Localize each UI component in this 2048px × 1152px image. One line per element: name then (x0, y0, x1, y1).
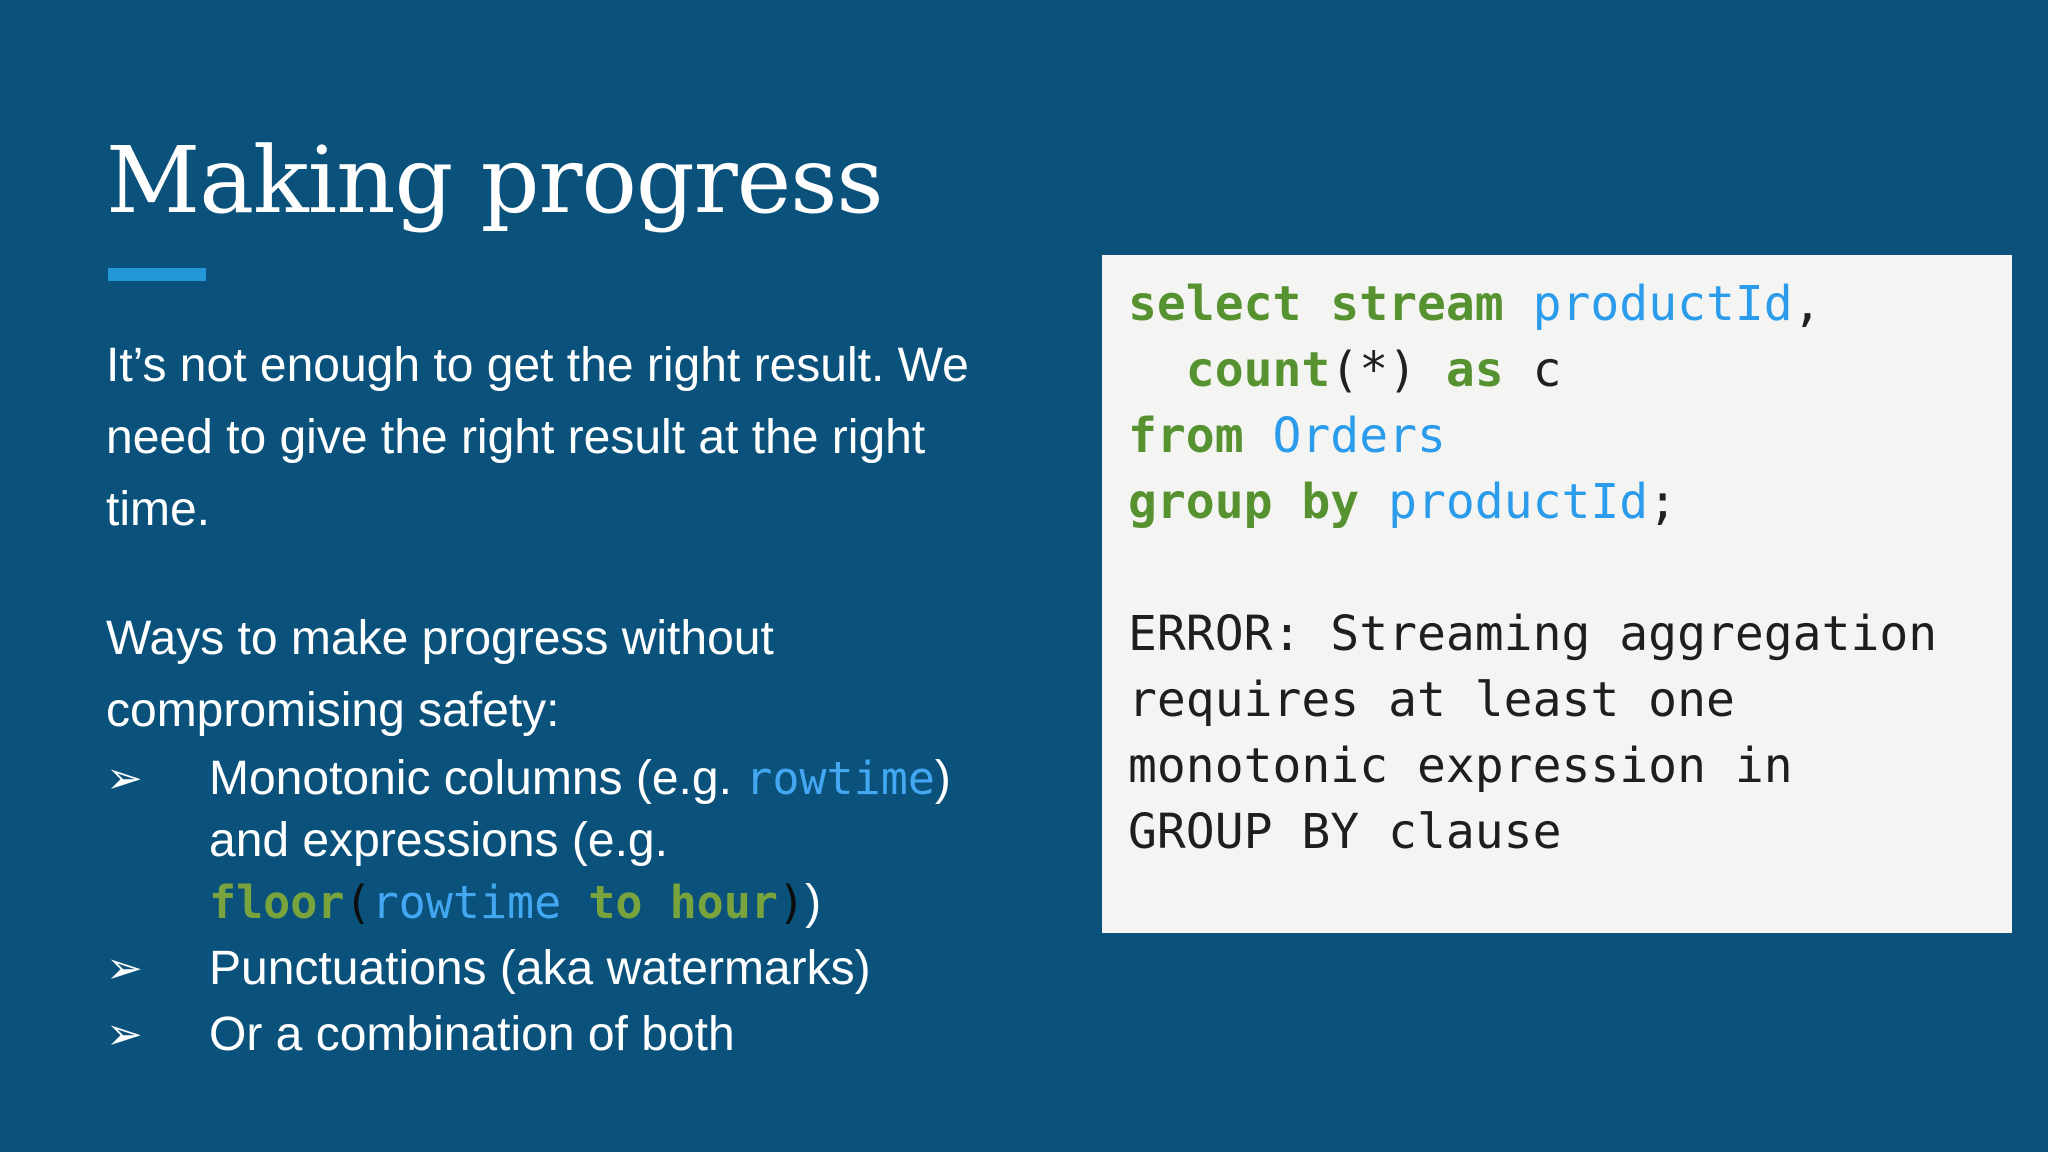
code-line: GROUP BY clause (1128, 804, 1562, 860)
code-line: count(*) as c (1185, 342, 1562, 398)
code-line: monotonic expression in (1128, 738, 1793, 794)
code-line: requires at least one (1128, 672, 1735, 728)
title-accent-bar (108, 268, 206, 281)
code-line: ERROR: Streaming aggregation (1128, 606, 1938, 662)
bullet-list: ➢ Monotonic columns (e.g. rowtime)and exp… (106, 748, 1066, 1070)
arrowhead-bullet-icon: ➢ (106, 944, 143, 993)
bullet-item: ➢ Or a combination of both (106, 1004, 1066, 1066)
bullet-text: Monotonic columns (e.g. rowtime)and expr… (209, 752, 951, 929)
arrowhead-bullet-icon: ➢ (106, 1010, 143, 1059)
sql-code-panel: select stream productId, count(*) as c fr… (1102, 255, 2012, 933)
code-line: from Orders (1128, 408, 1446, 464)
arrowhead-bullet-icon: ➢ (106, 754, 143, 803)
bullet-text: Punctuations (aka watermarks) (209, 942, 871, 995)
bullet-text: Or a combination of both (209, 1008, 735, 1061)
ways-paragraph: Ways to make progress without compromisi… (106, 612, 774, 737)
slide-title: Making progress (106, 127, 884, 234)
bullet-item: ➢ Monotonic columns (e.g. rowtime)and exp… (106, 748, 1066, 934)
intro-paragraph: It’s not enough to get the right result.… (106, 339, 969, 536)
code-line: select stream productId, (1128, 276, 1822, 332)
code-line: group by productId; (1128, 474, 1678, 530)
bullet-item: ➢ Punctuations (aka watermarks) (106, 938, 1066, 1000)
sql-code: select stream productId, count(*) as c fr… (1128, 271, 1992, 865)
code-line (1128, 535, 1992, 601)
